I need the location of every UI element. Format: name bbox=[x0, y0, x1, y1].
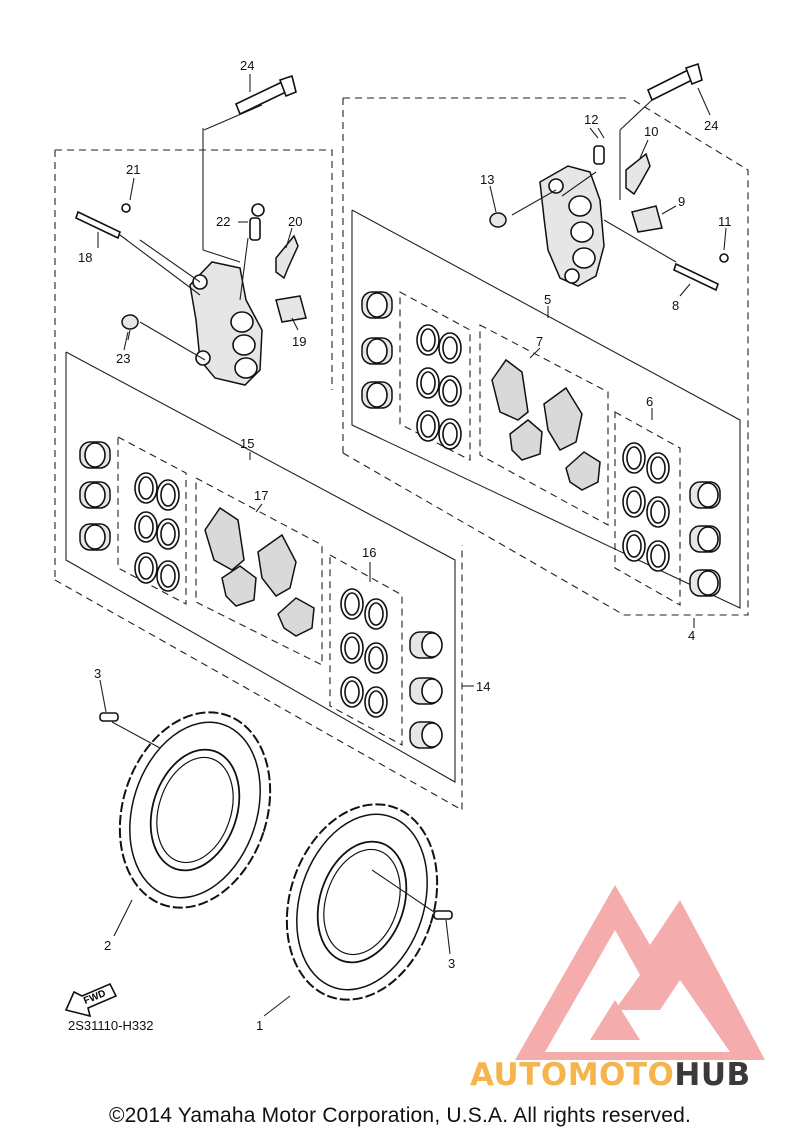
piston-set-left-a bbox=[79, 441, 111, 551]
callout-2: 2 bbox=[104, 938, 111, 953]
callout-20: 20 bbox=[288, 214, 302, 229]
watermark-text: AUTOMOTOHUB bbox=[470, 1057, 751, 1093]
callout-17: 17 bbox=[254, 488, 268, 503]
watermark-part1: AUTOMOTO bbox=[470, 1057, 675, 1093]
brake-disc-1 bbox=[285, 803, 439, 1001]
callout-23: 23 bbox=[116, 351, 130, 366]
brake-pads-left bbox=[204, 506, 315, 637]
callout-22: 22 bbox=[216, 214, 230, 229]
seal-set-left-a bbox=[134, 472, 180, 592]
watermark-part2: HUB bbox=[674, 1057, 751, 1093]
callout-24-left: 24 bbox=[240, 58, 254, 73]
right-caliper-group bbox=[342, 97, 749, 616]
left-caliper-group bbox=[54, 104, 463, 811]
caliper-bolt-right bbox=[646, 62, 703, 102]
callout-1: 1 bbox=[256, 1018, 263, 1033]
callout-6: 6 bbox=[646, 394, 653, 409]
callout-9: 9 bbox=[678, 194, 685, 209]
callouts: 24 24 21 18 22 20 19 23 12 10 13 9 11 8 … bbox=[78, 58, 732, 1033]
callout-3-left: 3 bbox=[94, 666, 101, 681]
callout-4: 4 bbox=[688, 628, 695, 643]
callout-19: 19 bbox=[292, 334, 306, 349]
callout-5: 5 bbox=[544, 292, 551, 307]
callout-18: 18 bbox=[78, 250, 92, 265]
pad-spring-left bbox=[275, 234, 299, 280]
caliper-body-left bbox=[189, 261, 263, 386]
callout-10: 10 bbox=[644, 124, 658, 139]
seal-set-left-b bbox=[340, 588, 388, 718]
disc-bolt-left bbox=[99, 712, 119, 722]
callout-13: 13 bbox=[480, 172, 494, 187]
cap-left bbox=[121, 314, 139, 330]
bleed-screw-left bbox=[249, 217, 261, 241]
pad-support-left bbox=[275, 295, 307, 323]
callout-21: 21 bbox=[126, 162, 140, 177]
caliper-bolt-left bbox=[234, 74, 297, 116]
fwd-arrow-icon: FWD bbox=[64, 982, 118, 1018]
callout-12: 12 bbox=[584, 112, 598, 127]
callout-14: 14 bbox=[476, 679, 490, 694]
callout-16: 16 bbox=[362, 545, 376, 560]
callout-8: 8 bbox=[672, 298, 679, 313]
callout-3-right: 3 bbox=[448, 956, 455, 971]
callout-15: 15 bbox=[240, 436, 254, 451]
brake-disc-2 bbox=[118, 711, 272, 909]
callout-11: 11 bbox=[718, 214, 732, 229]
callout-7: 7 bbox=[536, 334, 543, 349]
copyright-notice: ©2014 Yamaha Motor Corporation, U.S.A. A… bbox=[108, 1104, 692, 1127]
callout-24-right: 24 bbox=[704, 118, 718, 133]
watermark-logo bbox=[515, 885, 765, 1060]
diagram-code: 2S31110-H332 bbox=[68, 1018, 154, 1033]
callout-leaders bbox=[97, 74, 727, 1017]
disc-bolt-right bbox=[433, 910, 453, 920]
pad-pin-left bbox=[75, 203, 131, 240]
piston-set-left-b bbox=[409, 631, 443, 749]
